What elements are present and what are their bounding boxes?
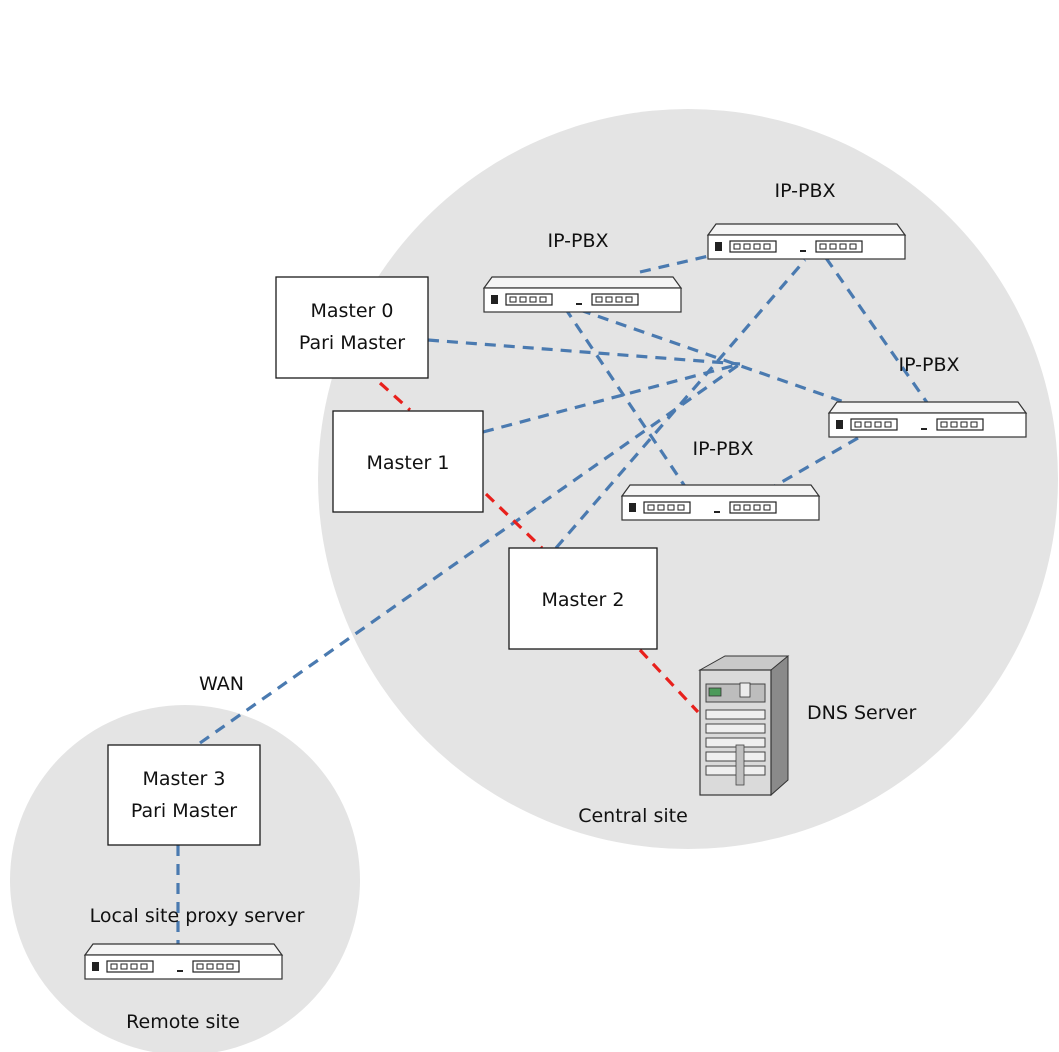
central-site-label: Central site	[578, 805, 688, 827]
master1-label: Master 1	[366, 452, 449, 474]
link-master0-hub	[427, 338, 741, 366]
master0-line1: Master 0	[310, 300, 393, 322]
remote-site-label: Remote site	[126, 1011, 240, 1033]
pbx2-label: IP-PBX	[774, 180, 835, 202]
ip-pbx-3: IP-PBX	[827, 354, 1028, 438]
proxy-switch-icon	[83, 943, 284, 980]
master3-line1: Master 3	[142, 768, 225, 790]
master-0: Master 0 Pari Master	[275, 276, 429, 379]
pbx3-label: IP-PBX	[898, 354, 959, 376]
ip-pbx-switch-icon	[827, 401, 1028, 438]
link-master1-master2	[484, 492, 544, 550]
pbx1-label: IP-PBX	[547, 230, 608, 252]
ip-pbx-2: IP-PBX	[706, 180, 907, 260]
link-master2-dns	[638, 648, 700, 714]
dns-server: DNS Server	[698, 655, 916, 796]
wan-label: WAN	[199, 673, 244, 695]
link-master1-hub	[482, 362, 741, 434]
ip-pbx-switch-icon	[620, 484, 821, 521]
master-1: Master 1	[332, 410, 484, 513]
link-pbx1-pbx2	[639, 250, 727, 274]
link-pbx1-pbx4	[563, 307, 688, 489]
pbx4-label: IP-PBX	[692, 438, 753, 460]
ip-pbx-switch-icon	[482, 276, 683, 313]
ip-pbx-1: IP-PBX	[482, 230, 683, 313]
ip-pbx-4: IP-PBX	[620, 438, 821, 521]
master2-label: Master 2	[541, 589, 624, 611]
dns-server-label: DNS Server	[807, 702, 916, 724]
link-pbx2-pbx3	[824, 257, 930, 405]
wan-link	[199, 362, 741, 745]
link-master2-pbx	[554, 258, 807, 550]
master-3: Master 3 Pari Master	[107, 744, 261, 846]
link-master0-master1	[378, 381, 412, 412]
local-proxy-server: Local site proxy server	[83, 905, 305, 980]
master-2: Master 2	[508, 547, 658, 650]
links	[176, 250, 930, 944]
server-tower-icon	[698, 655, 790, 796]
master0-line2: Pari Master	[299, 332, 405, 354]
proxy-label: Local site proxy server	[90, 905, 305, 927]
ip-pbx-switch-icon	[706, 223, 907, 260]
link-pbx1-pbx3	[579, 308, 851, 406]
master3-line2: Pari Master	[131, 800, 237, 822]
link-pbx3-pbx4	[772, 436, 859, 489]
